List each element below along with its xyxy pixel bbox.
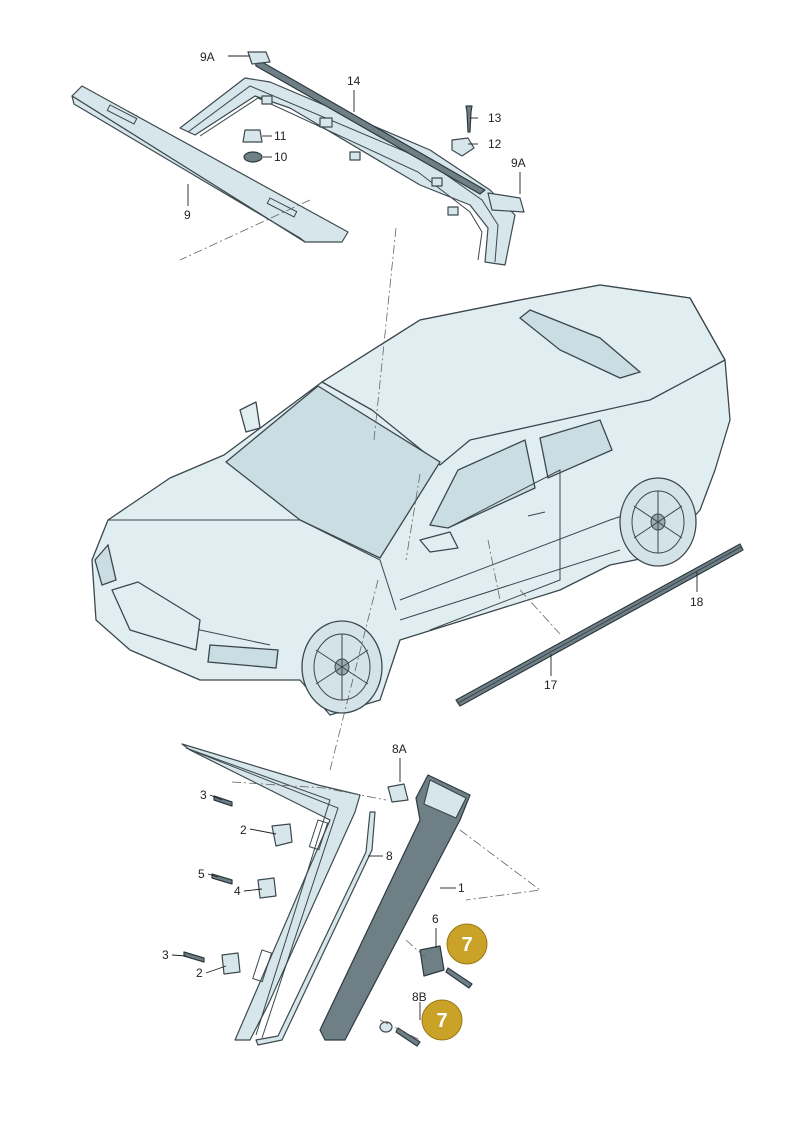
label-10: 10	[274, 150, 288, 164]
seal-strip	[254, 57, 486, 195]
mirror-right	[419, 531, 459, 553]
label-6: 6	[432, 912, 439, 926]
badge-circle	[421, 999, 463, 1041]
front-grille	[111, 581, 201, 651]
pillar-trim-1	[319, 774, 471, 1041]
label-17: 17	[544, 678, 558, 692]
frame-bracket	[431, 177, 443, 187]
badge-7-lower[interactable]: 7	[421, 999, 463, 1041]
badge-circle	[446, 923, 488, 965]
grommet-8a	[387, 783, 409, 803]
headlight-left	[94, 543, 117, 586]
badge-text: 7	[461, 934, 472, 956]
badge-7-upper[interactable]: 7	[446, 923, 488, 965]
clip-9a-top	[247, 51, 271, 65]
part-labels: 9A 14 13 12 9A 11 10 9 18 17 8A 3 2 8 5 …	[162, 50, 704, 1004]
screw-7-upper	[445, 967, 473, 989]
label-5: 5	[198, 867, 205, 881]
clip-2-bottom	[221, 952, 241, 975]
frame-bracket	[349, 151, 361, 161]
bracket-6	[419, 945, 445, 977]
roof-frame-assembly	[179, 51, 525, 266]
front-wheel	[301, 620, 383, 714]
assembly-lines	[179, 199, 561, 1041]
clip-12	[451, 137, 475, 157]
mirror-left	[239, 401, 261, 433]
a-pillar-frame	[181, 743, 361, 1041]
frame-bracket	[447, 206, 459, 216]
label-9: 9	[184, 208, 191, 222]
car-illustration	[91, 284, 731, 716]
seal-8	[255, 811, 376, 1046]
side-window-rear	[539, 419, 613, 479]
screw-3-bottom	[183, 951, 205, 963]
screw-7-lower	[395, 1027, 421, 1047]
label-3-bottom: 3	[162, 948, 169, 962]
badge-text: 7	[436, 1010, 447, 1032]
label-8a: 8A	[392, 742, 407, 756]
nut-11	[242, 129, 263, 143]
clip-9a-right	[487, 192, 525, 213]
windshield	[224, 385, 441, 559]
label-1: 1	[458, 881, 465, 895]
small-parts	[183, 783, 473, 1047]
washer-10	[243, 151, 263, 163]
label-3-top: 3	[200, 788, 207, 802]
label-14: 14	[347, 74, 361, 88]
label-9a-right: 9A	[511, 156, 526, 170]
side-window-front	[429, 439, 536, 529]
rear-wheel	[619, 477, 697, 567]
washer-8b	[379, 1021, 393, 1033]
trim-strip-9	[71, 85, 349, 243]
label-13: 13	[488, 111, 502, 125]
label-12: 12	[488, 137, 502, 151]
label-18: 18	[690, 595, 704, 609]
label-11: 11	[274, 129, 287, 143]
label-2-bottom: 2	[196, 966, 203, 980]
label-4: 4	[234, 884, 241, 898]
rear-window	[518, 309, 642, 379]
screw-13	[465, 105, 473, 133]
frame-bracket	[261, 95, 273, 105]
screw-5	[211, 873, 233, 885]
label-8b: 8B	[412, 990, 427, 1004]
label-8: 8	[386, 849, 393, 863]
label-2-top: 2	[240, 823, 247, 837]
clip-2-top	[271, 823, 293, 847]
frame-bracket	[319, 117, 333, 128]
label-9a-top: 9A	[200, 50, 215, 64]
clip-4	[257, 877, 277, 899]
headlight-right	[207, 644, 279, 669]
leader-lines	[171, 55, 698, 1020]
